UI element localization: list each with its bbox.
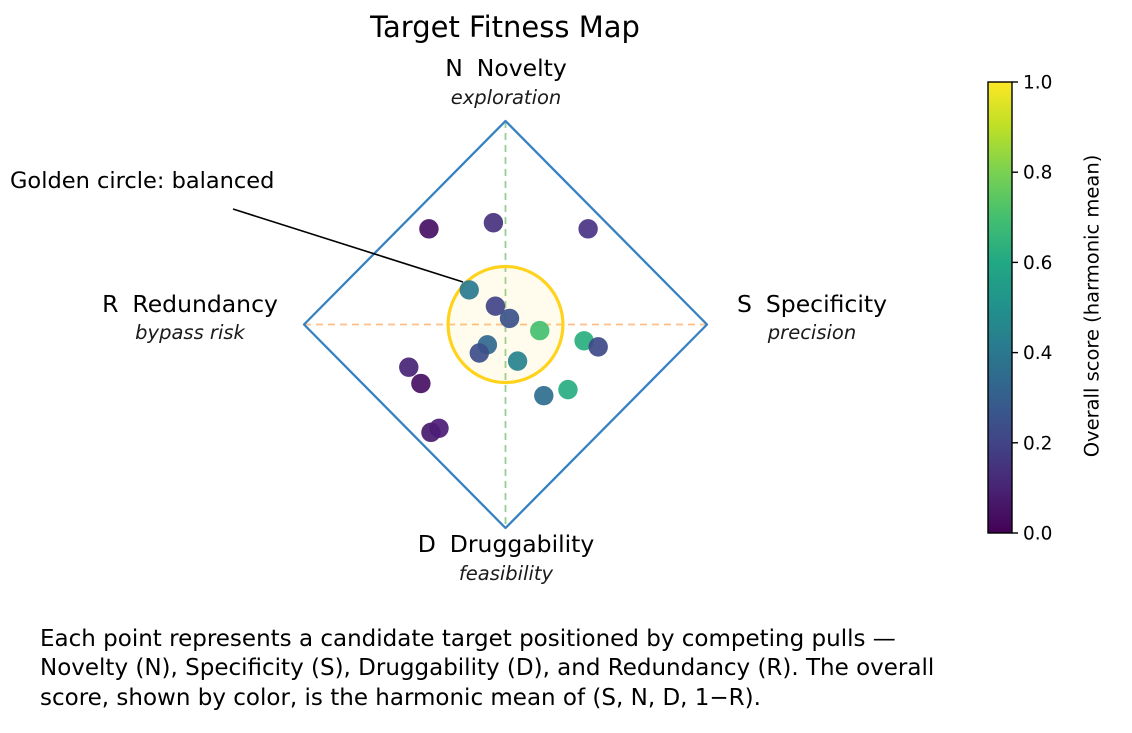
colorbar	[987, 81, 1013, 534]
candidate-target-point	[419, 219, 439, 239]
pole-sublabel-exploration: exploration	[450, 86, 562, 109]
pole-name-redundancy: Redundancy	[132, 290, 278, 318]
candidate-target-point	[483, 213, 504, 233]
colorbar-tick-label: 0.6	[1023, 253, 1052, 274]
pole-name-novelty: Novelty	[476, 54, 567, 82]
candidate-target-point	[399, 357, 419, 377]
colorbar-tick-label: 0.2	[1023, 433, 1052, 454]
pole-letter-n: N	[445, 54, 463, 82]
candidate-target-point	[558, 379, 578, 400]
pole-sublabel-feasibility: feasibility	[458, 562, 554, 585]
pole-letter-s: S	[736, 290, 752, 318]
chart-title: Target Fitness Map	[370, 10, 640, 44]
candidate-target-point	[530, 320, 550, 341]
figure-caption: Each point represents a candidate target…	[40, 625, 934, 713]
colorbar-tick-label: 0.4	[1023, 343, 1052, 364]
pole-sublabel-precision: precision	[767, 321, 857, 344]
candidate-target-point	[485, 296, 506, 316]
candidate-target-point	[499, 308, 520, 329]
colorbar-axis-label: Overall score (harmonic mean)	[1080, 154, 1104, 458]
pole-label-druggability: D Druggability	[418, 530, 595, 558]
candidate-target-point	[578, 219, 598, 239]
pole-label-specificity: S Specificity	[662, 290, 962, 318]
pole-label-redundancy: R Redundancy	[40, 290, 340, 318]
diamond-frame	[302, 119, 709, 530]
golden-circle-annotation: Golden circle: balanced	[10, 168, 275, 194]
pole-label-novelty: N Novelty	[445, 54, 567, 82]
candidate-target-point	[507, 351, 528, 371]
caption-line: score, shown by color, is the harmonic m…	[40, 684, 761, 711]
colorbar-tick-label: 0.8	[1023, 163, 1052, 184]
candidate-target-point	[411, 373, 431, 394]
pole-name-specificity: Specificity	[765, 290, 888, 318]
pole-sublabel-bypass-risk: bypass risk	[135, 321, 245, 344]
caption-line: Novelty (N), Specificity (S), Druggabili…	[40, 655, 935, 682]
pole-letter-r: R	[102, 290, 119, 318]
caption-line: Each point represents a candidate target…	[40, 626, 896, 652]
colorbar-tick-label: 0.0	[1023, 524, 1052, 545]
candidate-target-point	[588, 337, 608, 357]
candidate-target-point	[459, 280, 479, 300]
pole-letter-d: D	[417, 530, 436, 558]
annotation-pointer-line	[232, 208, 464, 283]
candidate-target-point	[534, 386, 554, 406]
colorbar-tick-label: 1.0	[1023, 73, 1052, 94]
pole-name-druggability: Druggability	[449, 530, 595, 558]
candidate-target-point	[429, 418, 449, 438]
candidate-target-point	[469, 343, 490, 363]
